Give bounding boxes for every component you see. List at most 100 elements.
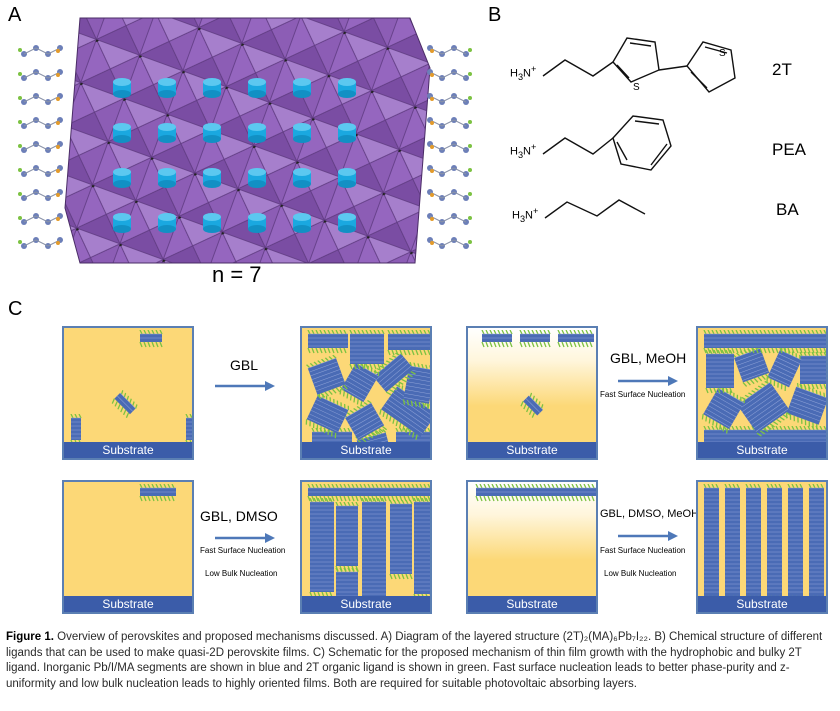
substrate-label: Substrate (698, 442, 826, 458)
panel-b-letter: B (488, 4, 502, 26)
box-r2-initial: Substrate (62, 480, 194, 614)
ma-cation (203, 78, 221, 98)
ma-cation (203, 213, 221, 233)
ma-cation (113, 78, 131, 98)
ligand-chain (427, 93, 472, 105)
ligand-chain (427, 45, 472, 57)
crystallite (305, 392, 350, 439)
panel-a-letter: A (8, 4, 22, 26)
ma-cation (293, 213, 311, 233)
ligand-ba-name: BA (776, 200, 799, 219)
arrow-icon (618, 376, 678, 386)
box-r1-initial-meoh: Substrate (466, 326, 598, 460)
box-r2-dmso: Substrate (300, 480, 432, 614)
substrate-label: Substrate (302, 596, 430, 612)
crystallite (519, 330, 551, 348)
ma-cation (248, 168, 266, 188)
ligand-chain (18, 45, 63, 57)
crystallite (309, 498, 334, 598)
ligand-chain (18, 141, 63, 153)
ligand-2t-formula: H3N+ (510, 64, 537, 82)
row2-cond2-sub2: Low Bulk Nucleation (604, 569, 677, 578)
crystallite (307, 484, 430, 502)
ma-cation (248, 78, 266, 98)
ligand-chain (427, 141, 472, 153)
ma-cation (158, 213, 176, 233)
crystallite (361, 498, 386, 604)
ligand-chain (18, 69, 63, 81)
ma-cations (113, 78, 356, 233)
crystallite (703, 330, 826, 354)
ligand-chain (18, 213, 63, 225)
crystallite (703, 484, 719, 602)
crystallite (413, 498, 430, 600)
box-r1-initial: Substrate (62, 326, 194, 460)
ligand-chain (427, 117, 472, 129)
row2-cond1-sub1: Fast Surface Nucleation (200, 546, 286, 555)
crystallite (307, 330, 348, 354)
row2-cond1-sub2: Low Bulk Nucleation (205, 569, 278, 578)
n-value-label: n = 7 (212, 262, 262, 287)
ligand-chain (18, 237, 63, 249)
panel-c-letter: C (8, 298, 23, 320)
crystallite (475, 484, 596, 502)
substrate-label: Substrate (64, 442, 192, 458)
crystallite (705, 350, 734, 394)
crystallite (139, 330, 163, 348)
row1-cond2-label: GBL, MeOH (610, 350, 687, 366)
crystallite (557, 330, 594, 348)
ligand-chain (427, 165, 472, 177)
ligand-pea-formula: H3N+ (510, 142, 537, 160)
crystallite (701, 384, 746, 434)
ma-cation (293, 123, 311, 143)
substrate-label: Substrate (468, 442, 596, 458)
ma-cation (203, 168, 221, 188)
crystallite (335, 502, 359, 572)
box-r2-initial-meoh: Substrate (466, 480, 598, 614)
row1-cond2-sub1: Fast Surface Nucleation (600, 390, 686, 399)
box-r2-dmso-meoh: Substrate (696, 480, 828, 614)
row2-cond2-label: GBL, DMSO, MeOH (600, 508, 700, 520)
sulfur-label-2: S (719, 48, 726, 59)
ligand-chain (18, 117, 63, 129)
ligand-chains-right (427, 45, 472, 249)
ma-cation (293, 168, 311, 188)
ligand-ba-formula: H3N+ (512, 206, 539, 224)
crystallite (342, 399, 388, 445)
caption-label: Figure 1. (6, 631, 54, 643)
arrow-icon (618, 531, 678, 541)
ligand-chains-left (18, 45, 63, 249)
ligand-chain (18, 165, 63, 177)
crystallite (349, 330, 385, 370)
ma-cation (158, 168, 176, 188)
ligand-pea-name: PEA (772, 140, 807, 159)
ligand-chain (427, 69, 472, 81)
crystallite (306, 354, 348, 400)
ma-cation (338, 168, 356, 188)
crystallite (808, 484, 824, 602)
crystallite (766, 346, 802, 392)
ligand-chain (18, 93, 63, 105)
ligand-2t-name: 2T (772, 60, 792, 79)
ma-cation (248, 123, 266, 143)
ligand-chain (427, 237, 472, 249)
perovskite-lattice-diagram (18, 17, 472, 264)
row2-cond1-label: GBL, DMSO (200, 508, 278, 524)
ma-cation (158, 123, 176, 143)
substrate-label: Substrate (64, 596, 192, 612)
crystallite (745, 484, 761, 602)
substrate-label: Substrate (698, 596, 826, 612)
ma-cation (113, 168, 131, 188)
ma-cation (113, 123, 131, 143)
figure-caption: Figure 1. Overview of perovskites and pr… (6, 630, 836, 692)
crystallite (785, 382, 826, 430)
ligand-chain (427, 213, 472, 225)
ma-cation (293, 78, 311, 98)
crystallite (766, 484, 782, 602)
arrow-icon (215, 381, 275, 391)
row1-cond1-label: GBL (230, 357, 259, 373)
crystallite (339, 359, 380, 407)
ma-cation (338, 123, 356, 143)
ma-cation (338, 213, 356, 233)
crystallite (787, 484, 803, 602)
